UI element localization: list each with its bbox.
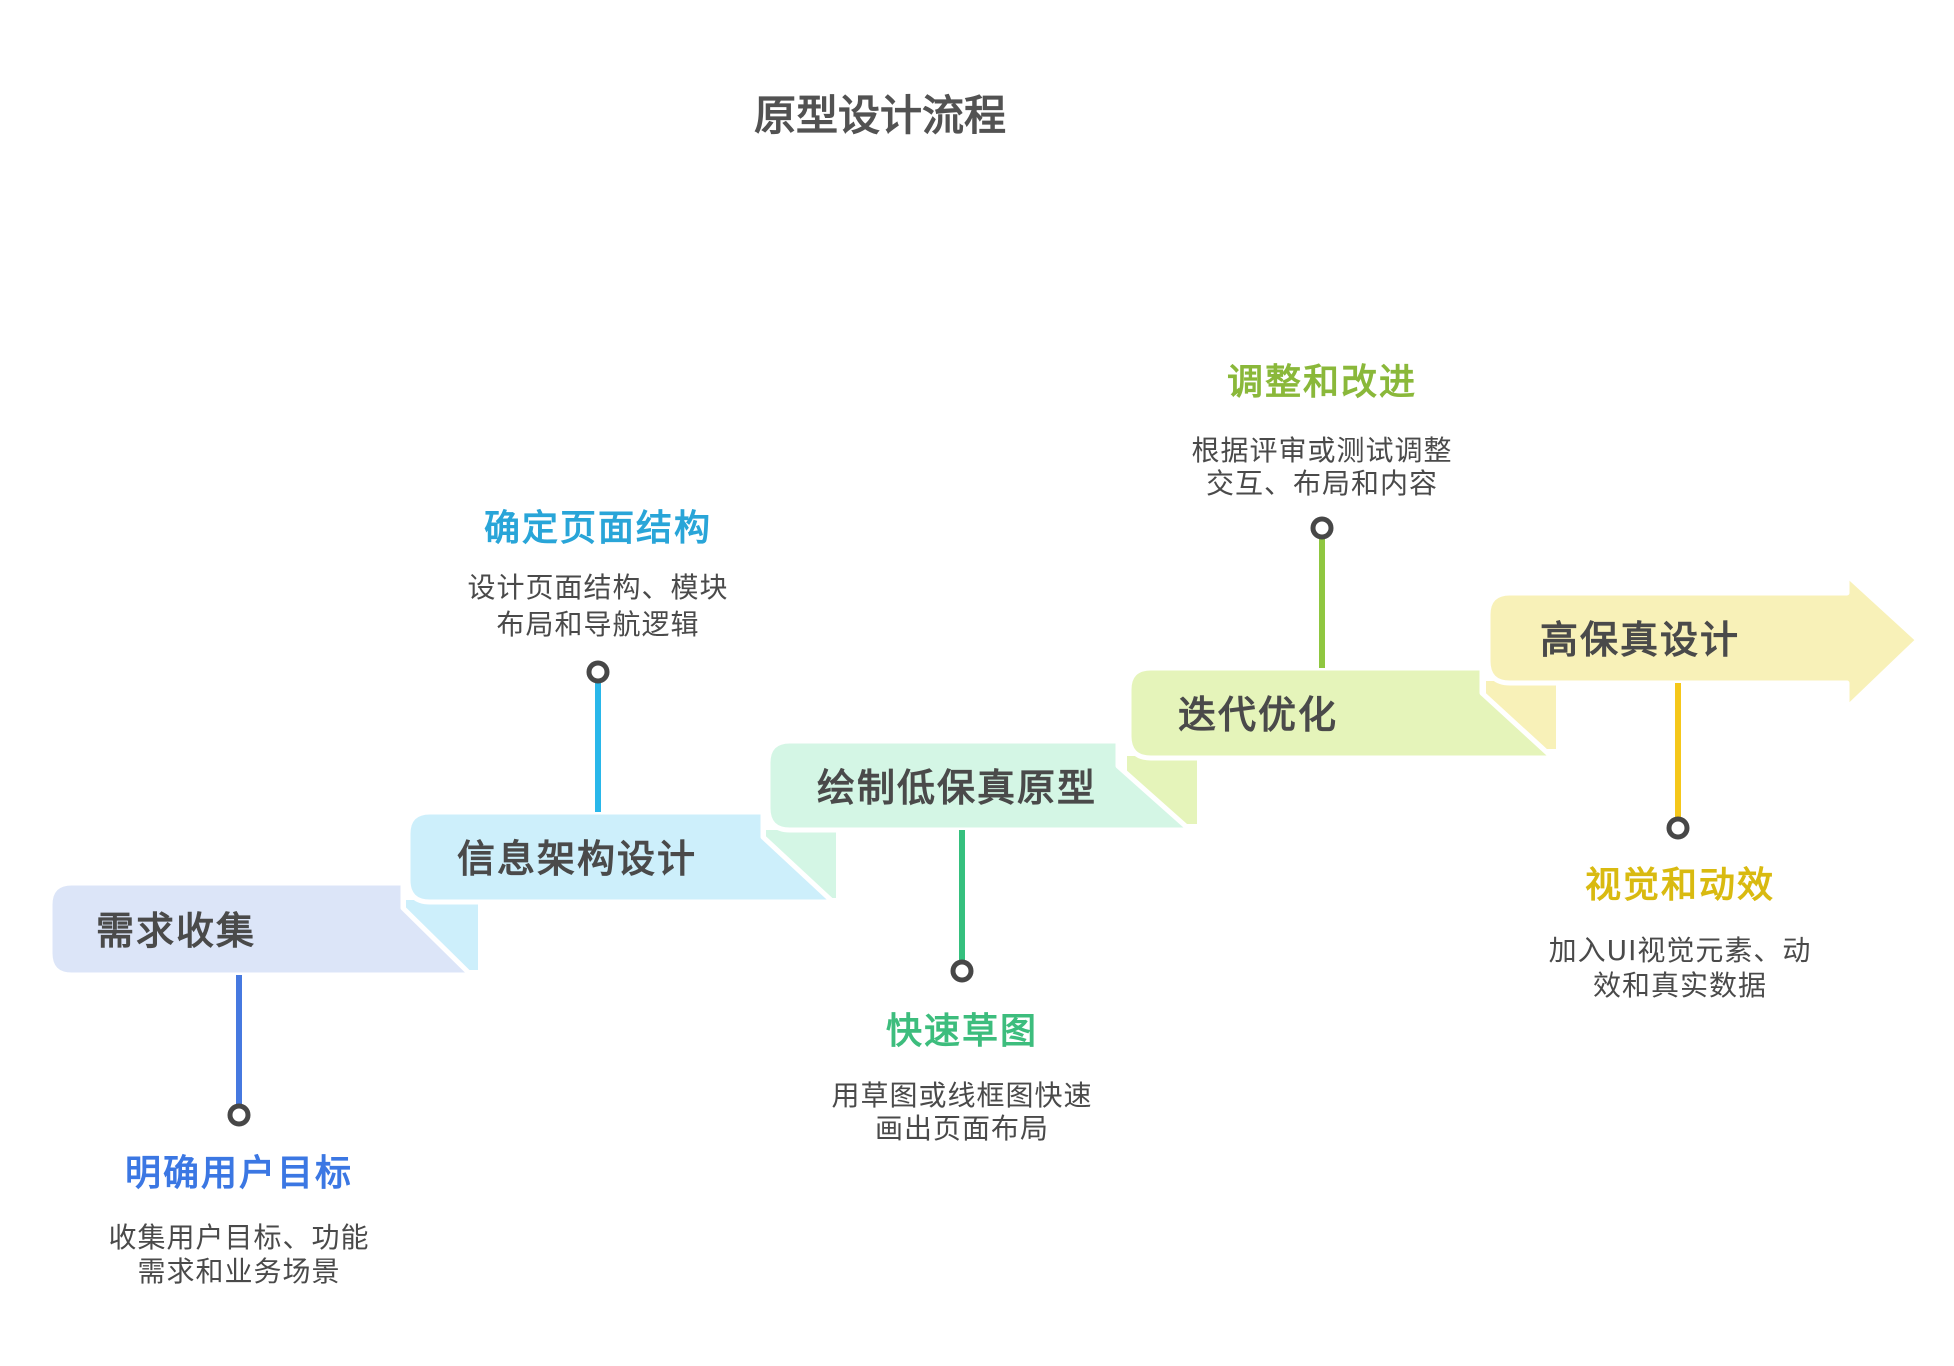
step-4-callout-title: 调整和改进 bbox=[1227, 362, 1417, 403]
step-2-callout-desc-line1: 设计页面结构、模块 bbox=[467, 571, 728, 604]
step-1-callout-title: 明确用户目标 bbox=[125, 1153, 353, 1194]
step-2-connector-dot bbox=[586, 660, 610, 684]
step-3-callout-desc-line2: 画出页面布局 bbox=[875, 1112, 1049, 1145]
page-title: 原型设计流程 bbox=[754, 91, 1006, 140]
step-2-band bbox=[405, 809, 836, 905]
step-5-band-label: 高保真设计 bbox=[1540, 618, 1740, 662]
step-3-connector-dot bbox=[950, 959, 974, 983]
step-3-band-label: 绘制低保真原型 bbox=[817, 766, 1097, 810]
step-1-band-label: 需求收集 bbox=[96, 909, 256, 953]
step-1-callout-desc-line2: 需求和业务场景 bbox=[137, 1255, 340, 1288]
step-5-callout-desc-line1: 加入UI视觉元素、动 bbox=[1549, 934, 1812, 967]
step-4-band-label: 迭代优化 bbox=[1178, 693, 1338, 737]
step-3-callout-title: 快速草图 bbox=[886, 1011, 1038, 1052]
step-3-band bbox=[765, 738, 1193, 833]
step-2-callout-desc-line2: 布局和导航逻辑 bbox=[496, 608, 699, 641]
step-5-connector-dot bbox=[1666, 816, 1690, 840]
step-5-callout-title: 视觉和动效 bbox=[1585, 865, 1775, 906]
step-4-band bbox=[1126, 665, 1556, 761]
step-3-callout-desc-line1: 用草图或线框图快速 bbox=[831, 1079, 1092, 1112]
step-1-callout-desc-line1: 收集用户目标、功能 bbox=[108, 1221, 369, 1254]
step-2-callout-title: 确定页面结构 bbox=[484, 508, 712, 549]
step-5-callout-desc-line2: 效和真实数据 bbox=[1593, 969, 1767, 1002]
step-4-connector-dot bbox=[1310, 516, 1334, 540]
step-2-band-label: 信息架构设计 bbox=[457, 837, 697, 881]
step-1-band bbox=[47, 880, 474, 978]
step-4-callout-desc-line1: 根据评审或测试调整 bbox=[1191, 434, 1452, 467]
step-1-connector-dot bbox=[227, 1103, 251, 1127]
step-5-arrow-band bbox=[1485, 572, 1921, 711]
step-4-callout-desc-line2: 交互、布局和内容 bbox=[1206, 467, 1438, 500]
